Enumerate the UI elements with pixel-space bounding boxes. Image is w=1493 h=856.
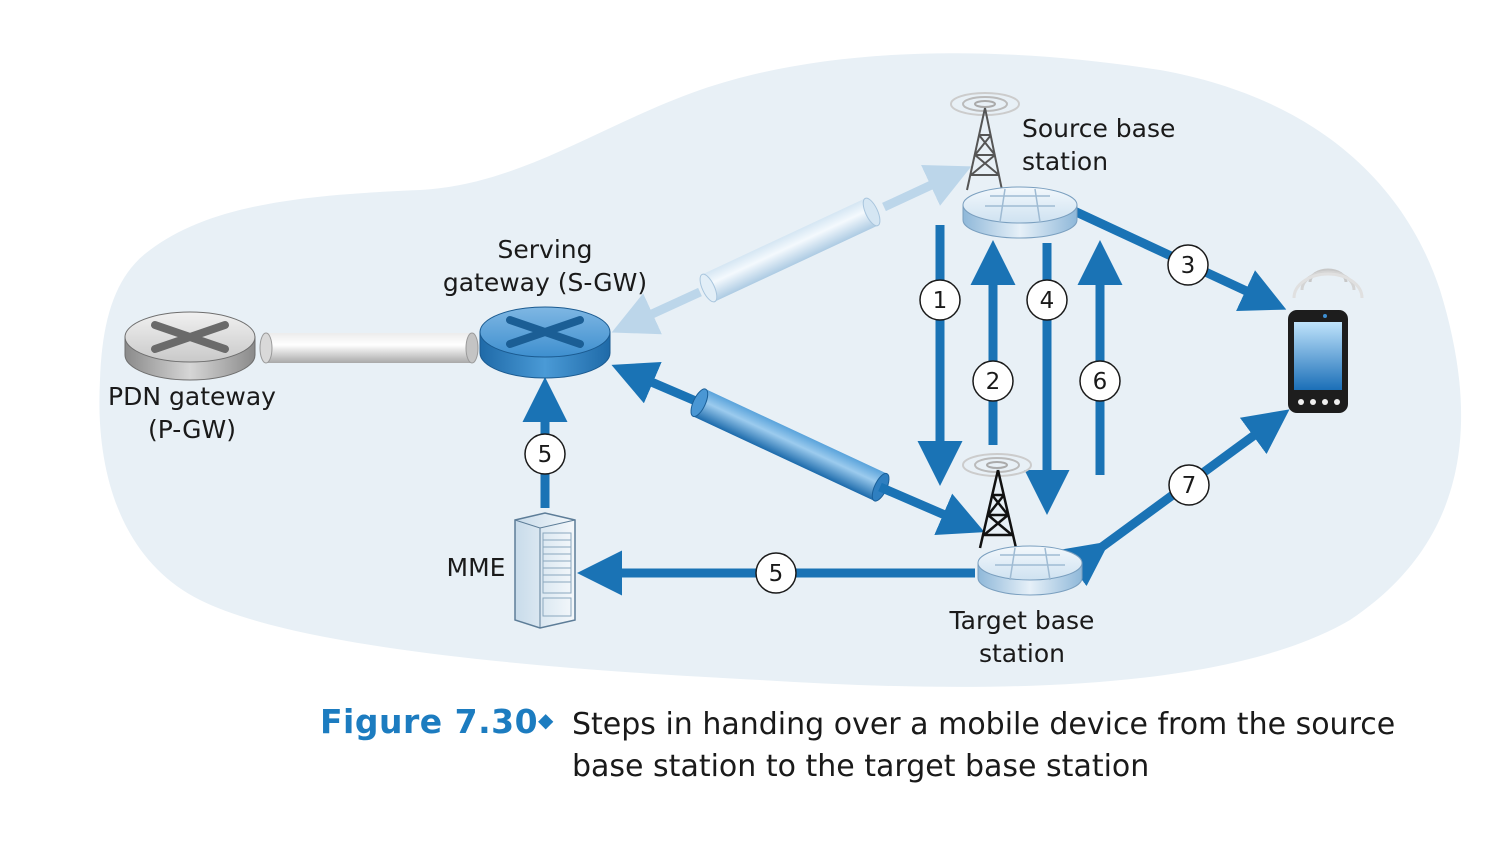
step-badge-1: 1 xyxy=(919,279,961,321)
step-badge-5-up: 5 xyxy=(524,433,566,475)
caption-line-1: Steps in handing over a mobile device fr… xyxy=(572,707,1396,742)
sgw-target-bs-link xyxy=(611,361,985,535)
pdn-sgw-link xyxy=(259,332,479,364)
serving-gateway-router-icon xyxy=(479,306,611,379)
svg-text:5: 5 xyxy=(769,561,784,587)
step-badge-5-left: 5 xyxy=(755,552,797,594)
serving-gateway-label-line2: gateway (S-GW) xyxy=(443,268,647,297)
svg-text:4: 4 xyxy=(1040,288,1055,314)
step-badge-2: 2 xyxy=(972,360,1014,402)
svg-text:2: 2 xyxy=(986,369,1001,395)
caption-line-2: base station to the target base station xyxy=(572,749,1150,784)
step-badge-7: 7 xyxy=(1168,464,1210,506)
source-base-station-icon xyxy=(950,92,1078,239)
figure-number: Figure 7.30 xyxy=(320,702,539,741)
source-bs-label-line1: Source base xyxy=(1022,114,1175,143)
target-bs-label-line2: station xyxy=(979,639,1065,668)
svg-text:5: 5 xyxy=(538,442,553,468)
serving-gateway-label-line1: Serving xyxy=(498,235,593,264)
source-bs-sgw-link xyxy=(611,164,972,335)
step-badge-4: 4 xyxy=(1026,279,1068,321)
mme-label: MME xyxy=(447,553,506,582)
step-badge-6: 6 xyxy=(1079,360,1121,402)
svg-text:6: 6 xyxy=(1093,369,1108,395)
pdn-gateway-label-line1: PDN gateway xyxy=(108,382,276,411)
svg-text:1: 1 xyxy=(933,288,948,314)
diamond-icon: ◆ xyxy=(538,708,554,732)
pdn-gateway-label-line2: (P-GW) xyxy=(148,415,236,444)
pdn-gateway-router-icon xyxy=(124,311,256,381)
svg-text:3: 3 xyxy=(1181,253,1196,279)
svg-text:7: 7 xyxy=(1182,473,1197,499)
source-bs-label-line2: station xyxy=(1022,147,1108,176)
target-bs-label-line1: Target base xyxy=(949,606,1095,635)
mobile-phone-icon xyxy=(1288,268,1364,413)
step-badge-3: 3 xyxy=(1167,244,1209,286)
mme-server-icon xyxy=(514,512,576,629)
target-base-station-icon xyxy=(962,453,1083,596)
figure-caption-text: Steps in handing over a mobile device fr… xyxy=(572,704,1402,788)
